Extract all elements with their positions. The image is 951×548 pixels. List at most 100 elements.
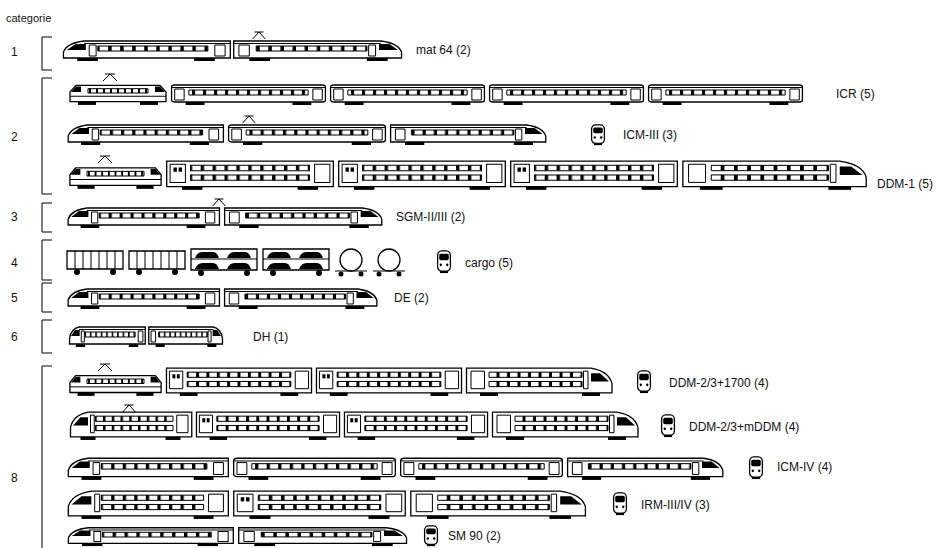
- bracket: [42, 240, 52, 280]
- cab-car: [63, 41, 230, 61]
- carriage: [229, 125, 386, 145]
- front-icon: [614, 493, 627, 515]
- train-label: mat 64 (2): [415, 42, 472, 58]
- train-label: ICM-III (3): [622, 127, 678, 143]
- category-brackets: [42, 37, 52, 548]
- train-icm3: [68, 116, 604, 145]
- train-label: DDM-2/3+1700 (4): [668, 375, 770, 391]
- train-label: cargo (5): [464, 255, 514, 271]
- pantograph: [213, 199, 226, 206]
- double-deck-carriage: [234, 491, 406, 519]
- car-carrier: [191, 249, 257, 276]
- train-ddm-mddm: [71, 405, 675, 440]
- cab-car: [70, 327, 146, 347]
- car-carrier: [263, 249, 329, 276]
- category-number: 6: [10, 329, 19, 345]
- front-icon: [750, 457, 763, 479]
- train-cargo: [67, 249, 450, 277]
- double-deck-carriage: [167, 161, 334, 190]
- locomotive: [70, 168, 161, 189]
- cab-car: [234, 41, 402, 61]
- train-label: DDM-2/3+mDDM (4): [688, 419, 800, 435]
- cab-car: [68, 528, 233, 546]
- freight-wagon: [129, 251, 185, 275]
- double-deck-carriage: [339, 161, 506, 190]
- cab-car: [149, 327, 223, 347]
- bracket: [42, 283, 52, 312]
- carriage: [234, 458, 396, 480]
- tank-wagon: [373, 249, 405, 277]
- train-de: [68, 289, 377, 309]
- double-deck-carriage: [316, 368, 461, 396]
- cab-car: [568, 458, 723, 480]
- front-icon: [592, 125, 605, 145]
- double-deck-cab: [683, 161, 866, 190]
- bracket: [42, 203, 52, 232]
- front-icon: [438, 251, 451, 273]
- train-label: DE (2): [393, 290, 430, 306]
- train-label: ICR (5): [835, 86, 876, 102]
- double-deck-carriage: [344, 412, 487, 440]
- pantograph: [243, 116, 256, 123]
- cab-car: [68, 289, 219, 309]
- cab-car: [225, 208, 382, 228]
- train-label: ICM-IV (4): [776, 459, 833, 475]
- front-icon: [662, 415, 675, 437]
- category-number: 3: [10, 209, 19, 225]
- cab-car: [68, 458, 228, 480]
- carriage: [331, 85, 485, 105]
- pantograph: [123, 405, 136, 412]
- train-sm90: [68, 526, 437, 546]
- category-number: 8: [10, 470, 19, 486]
- double-deck-cab: [493, 412, 639, 440]
- carriage: [649, 85, 803, 105]
- tank-wagon: [335, 249, 367, 277]
- train-label: DDM-1 (5): [876, 176, 934, 192]
- carriage: [172, 85, 326, 105]
- cab-car: [391, 125, 546, 145]
- front-icon: [638, 371, 651, 393]
- front-icon: [425, 526, 438, 546]
- train-dh: [70, 327, 223, 347]
- double-deck-cab: [68, 491, 228, 519]
- double-deck-cab: [467, 368, 613, 396]
- carriage: [401, 458, 563, 480]
- double-deck-carriage: [196, 412, 339, 440]
- bracket: [42, 366, 52, 548]
- category-number: 2: [10, 129, 19, 145]
- double-deck-carriage: [511, 161, 678, 190]
- pantograph: [103, 74, 117, 81]
- category-number: 5: [10, 290, 19, 306]
- category-number: 4: [10, 255, 19, 271]
- axis-heading: categorie: [5, 10, 52, 26]
- bracket: [42, 37, 52, 70]
- train-irm: [68, 491, 626, 519]
- cab-car: [68, 125, 223, 145]
- double-deck-cab: [71, 412, 192, 440]
- train-ddm1: [70, 156, 866, 190]
- train-label: SGM-II/III (2): [395, 209, 466, 225]
- double-deck-carriage: [166, 368, 311, 396]
- cab-car: [68, 208, 219, 228]
- train-label: SM 90 (2): [447, 528, 502, 544]
- category-number: 1: [10, 44, 19, 60]
- cab-car: [225, 289, 377, 309]
- pantograph: [98, 156, 112, 163]
- locomotive: [70, 85, 166, 105]
- carriage: [490, 85, 644, 105]
- train-mat64: [63, 32, 401, 61]
- cab-car: [239, 528, 407, 546]
- bracket: [42, 78, 52, 194]
- train-label: DH (1): [252, 329, 289, 345]
- pantograph: [253, 32, 266, 39]
- double-deck-cab: [411, 491, 586, 519]
- pantograph: [98, 364, 112, 371]
- train-icm4: [68, 457, 762, 480]
- train-ddm-1700: [70, 364, 650, 396]
- train-icr: [70, 74, 802, 105]
- freight-wagon: [67, 251, 123, 275]
- locomotive: [70, 376, 161, 396]
- train-sgm: [68, 199, 382, 228]
- train-label: IRM-III/IV (3): [640, 497, 711, 513]
